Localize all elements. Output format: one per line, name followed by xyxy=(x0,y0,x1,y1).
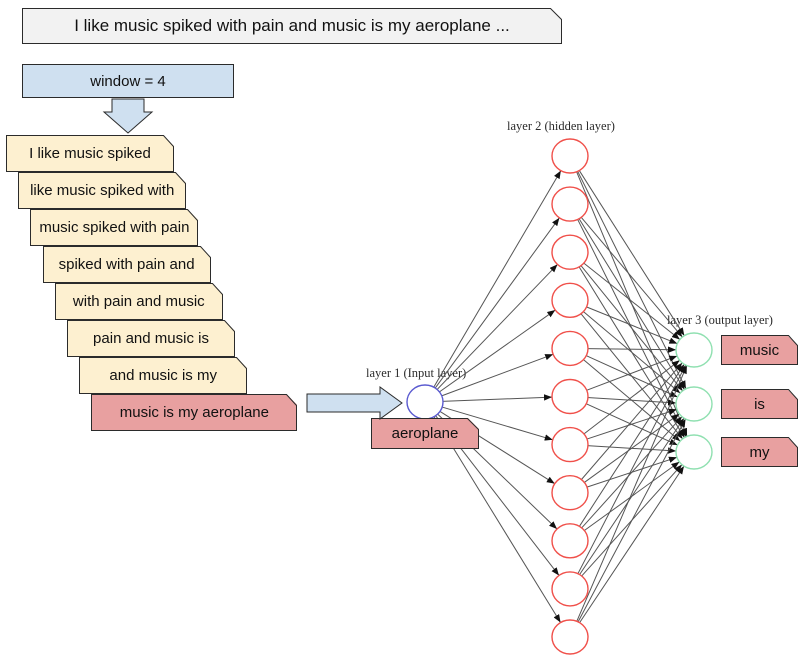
output-node xyxy=(675,434,713,470)
output-word-box: music xyxy=(721,335,798,365)
network-edge xyxy=(577,170,687,390)
hidden-node xyxy=(551,571,589,607)
network-edge xyxy=(577,418,686,623)
window-note: pain and music is xyxy=(67,320,235,357)
hidden-node xyxy=(551,378,589,415)
network-edge xyxy=(441,406,553,441)
hidden-node xyxy=(551,619,589,655)
hidden-node xyxy=(551,475,589,511)
output-node xyxy=(675,332,713,368)
window-note-active: music is my aeroplane xyxy=(91,394,298,431)
network-edge xyxy=(579,417,685,576)
network-edge xyxy=(576,365,688,622)
network-edge xyxy=(585,354,678,398)
output-word-label: is xyxy=(754,395,765,413)
network-edge xyxy=(579,465,685,624)
network-edge xyxy=(580,265,684,392)
layer3-label: layer 3 (output layer) xyxy=(667,313,773,327)
layer2-label: layer 2 (hidden layer) xyxy=(507,119,615,133)
network-edge xyxy=(577,364,687,575)
network-edge xyxy=(582,310,681,394)
hidden-node xyxy=(551,234,589,270)
network-edge xyxy=(433,170,562,388)
input-token-box: aeroplane xyxy=(371,418,479,449)
network-edge xyxy=(580,216,683,338)
hidden-node xyxy=(551,186,589,222)
output-word-box: my xyxy=(721,437,798,467)
output-word-box: is xyxy=(721,389,798,419)
network-edge xyxy=(434,217,560,389)
hidden-node xyxy=(551,523,589,559)
source-sentence-box: I like music spiked with pain and music … xyxy=(22,8,562,44)
network-edge xyxy=(583,359,680,435)
network-edge xyxy=(440,353,554,397)
hidden-node xyxy=(551,282,589,318)
network-edge xyxy=(438,309,556,393)
network-edge xyxy=(581,416,683,529)
hidden-node xyxy=(551,138,589,174)
network-edge xyxy=(580,362,683,481)
hidden-node xyxy=(551,426,589,463)
network-edge xyxy=(585,306,678,345)
layer1-label: layer 1 (Input layer) xyxy=(366,366,467,380)
network-edge xyxy=(578,363,685,527)
network-edge xyxy=(586,346,677,353)
window-note: spiked with pain and xyxy=(42,246,211,283)
network-edge xyxy=(578,170,685,336)
output-node xyxy=(675,386,713,422)
network-edge xyxy=(585,355,678,391)
hidden-node xyxy=(551,330,589,367)
output-word-label: music xyxy=(739,341,780,359)
network-edge xyxy=(586,397,677,406)
network-edge xyxy=(433,416,561,623)
network-edge xyxy=(578,218,685,390)
network-edge xyxy=(583,262,681,340)
output-word-label: my xyxy=(749,443,770,461)
network-edge xyxy=(585,408,678,440)
window-note: with pain and music xyxy=(54,283,223,320)
network-edge xyxy=(441,394,553,402)
network-edge xyxy=(583,413,680,484)
network-edge xyxy=(436,264,558,391)
window-size-label: window = 4 xyxy=(90,72,166,90)
window-size-box: window = 4 xyxy=(22,64,234,98)
window-note: and music is my xyxy=(79,357,248,394)
